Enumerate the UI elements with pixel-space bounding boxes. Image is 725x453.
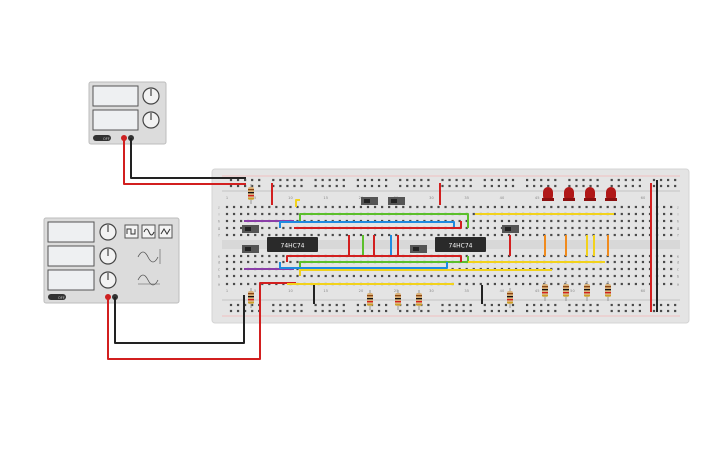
column-marker: 15 [323,289,328,293]
row-letter: a [677,282,679,286]
row-letter: f [677,233,679,237]
resistor[interactable] [507,288,513,308]
column-marker: 40 [500,196,505,200]
amplitude-display [47,245,95,267]
row-letter: b [677,274,680,278]
column-marker: 15 [323,196,328,200]
triangle-wave-icon [160,228,171,235]
column-marker: 35 [464,289,469,293]
power-switch-label: OFF [103,137,110,141]
column-marker: 1 [226,196,228,200]
row-letter: c [677,267,679,271]
row-letter: d [677,260,679,264]
row-letter: i [219,212,220,216]
offset-display [47,269,95,291]
chip-label: 74HC74 [281,243,305,250]
power-cables [107,138,296,360]
column-marker: 50 [570,289,575,293]
generator-switch-label: OFF [58,296,65,300]
red-led [563,187,575,201]
resistor[interactable] [367,290,373,310]
column-marker: 25 [394,289,399,293]
column-marker: 5 [254,196,256,200]
column-marker: 60 [641,196,646,200]
row-letter: e [218,254,221,258]
generator-red-cable [107,282,296,360]
row-letter: d [218,260,220,264]
row-letter: j [677,205,679,209]
leds[interactable] [542,187,617,201]
frequency-display [47,221,95,243]
supply-black-cable [130,138,246,179]
blue-wire-top [279,221,455,228]
yellow-wire-bottom-1 [299,269,552,276]
row-letter: e [677,254,680,258]
blue-wire-bottom [279,262,448,269]
red-led [542,187,554,201]
resistor[interactable] [605,281,611,301]
resistor[interactable] [248,288,254,308]
column-marker: 30 [429,289,434,293]
board-wires [244,180,658,312]
amplitude-diagram-icon [137,251,159,263]
row-letter: h [218,219,220,223]
row-letter: c [218,267,220,271]
row-letter: b [218,274,221,278]
resistor[interactable] [416,290,422,310]
red-wire-top [294,221,462,229]
dc-power-supply[interactable]: OFF [88,81,167,145]
square-wave-icon [126,228,136,235]
current-display [92,109,139,131]
column-marker: 5 [254,289,256,293]
chip-u1[interactable]: 74HC74 [267,237,318,252]
generator-power-switch[interactable] [48,294,66,300]
chip-label: 74HC74 [449,243,473,250]
resistor[interactable] [395,290,401,310]
yellow-wire-top-2 [295,199,300,207]
resistor[interactable] [248,184,254,204]
column-marker: 10 [288,196,293,200]
voltage-display [92,85,139,107]
green-wire-bottom [299,256,469,268]
row-letter: g [677,226,679,230]
column-marker: 45 [535,196,540,200]
row-letter: j [218,205,220,209]
row-letter: i [678,212,679,216]
column-marker: 1 [226,289,228,293]
red-led [584,187,596,201]
red-wire-bottom [286,255,462,262]
red-led [605,187,617,201]
resistor[interactable] [563,281,569,301]
row-letter: g [218,226,220,230]
power-switch[interactable] [93,135,111,141]
slide-switches[interactable] [242,197,519,253]
column-marker: 10 [288,289,293,293]
chip-u2[interactable]: 74HC74 [435,237,486,252]
column-marker: 60 [641,289,646,293]
row-letter: a [218,282,220,286]
row-letter: f [218,233,220,237]
function-generator[interactable]: OFF [43,217,180,304]
resistor[interactable] [584,281,590,301]
column-marker: 45 [535,289,540,293]
resistors[interactable] [248,184,611,310]
green-wire-top [299,213,469,228]
column-marker: 20 [359,289,364,293]
sine-wave-icon [143,228,155,236]
column-marker: 35 [464,196,469,200]
row-letter: h [677,219,679,223]
column-marker: 40 [500,289,505,293]
column-marker: 30 [429,196,434,200]
supply-red-cable [123,138,246,185]
generator-black-cable [114,295,245,344]
resistor[interactable] [542,281,548,301]
